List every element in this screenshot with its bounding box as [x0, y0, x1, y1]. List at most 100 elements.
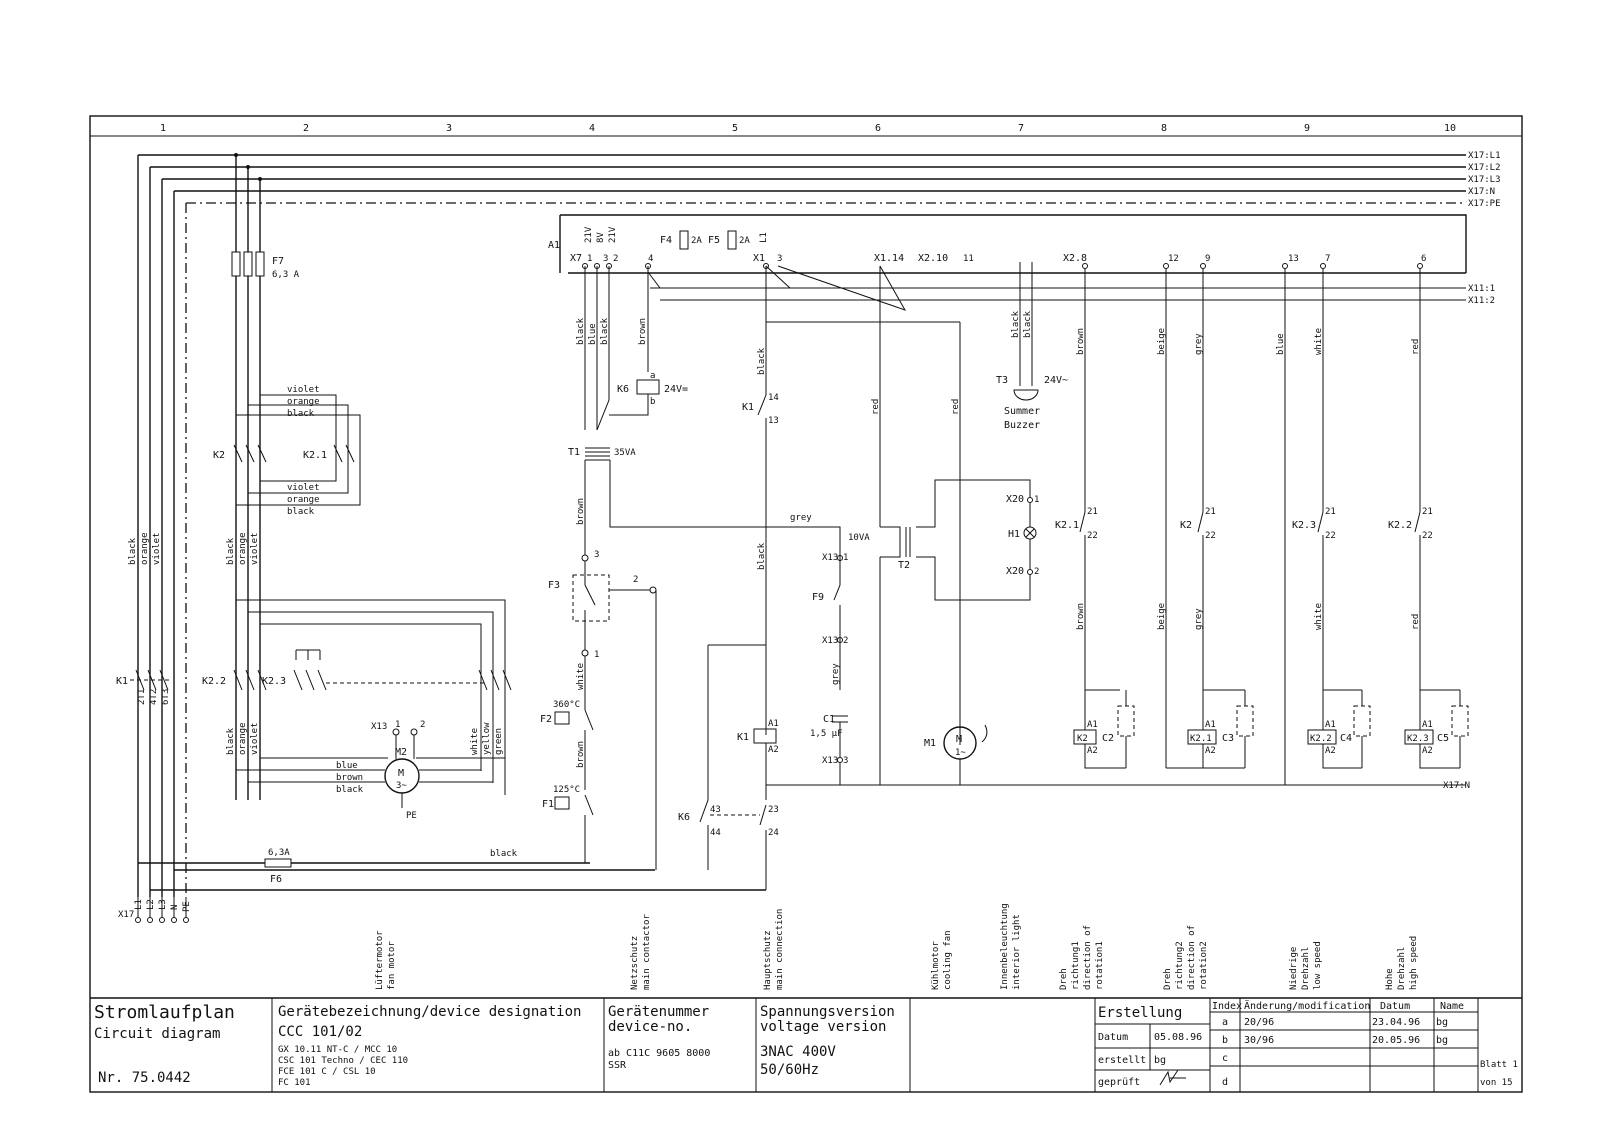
a1-x7: X7	[570, 253, 582, 264]
f3-pin: 3	[594, 550, 599, 560]
desc-de: Hauptschutz	[763, 930, 773, 990]
k1-coil-pin: A2	[768, 745, 779, 755]
wire-color: grey	[1194, 333, 1204, 355]
wire-color: red	[871, 399, 881, 415]
f3-label: F3	[548, 580, 560, 591]
t1-label: T1	[568, 447, 580, 458]
tb-circuit: Circuit diagram	[94, 1026, 220, 1042]
contact-pin: 22	[1205, 531, 1216, 541]
desc-de: Kühlmotor	[931, 941, 941, 990]
coil-pin: A1	[1422, 720, 1433, 730]
m2-wire: black	[336, 785, 364, 795]
col-num: 8	[1161, 123, 1167, 134]
wire-color: yellow	[482, 722, 492, 755]
tb-rev-index: c	[1222, 1053, 1228, 1064]
a1-pin: 13	[1288, 254, 1299, 264]
signature	[1159, 1069, 1186, 1086]
k2-k21-contacts: violet orange black violet orange black …	[213, 385, 361, 565]
desc-de: Dreh	[1059, 968, 1069, 990]
title-block: Stromlaufplan Circuit diagram Nr. 75.044…	[90, 997, 1522, 1092]
a1-label: A1	[548, 240, 560, 251]
desc-en: low speed	[1313, 941, 1323, 990]
col-num: 2	[303, 123, 309, 134]
tb-datum-label: Datum	[1098, 1032, 1128, 1043]
t1-rating: 35VA	[614, 448, 636, 458]
tb-device-designation: Gerätebezeichnung/device designation	[278, 1004, 581, 1020]
cooling-branch: X13 1 F9 X13 2 grey C1 1,5 µF X13 3	[810, 553, 848, 785]
wire-color: grey	[790, 513, 812, 523]
t3-name: Buzzer	[1004, 420, 1040, 431]
wire-color: orange	[238, 532, 248, 565]
k1-coil-label: K1	[737, 732, 749, 743]
main-pin: 24	[768, 828, 779, 838]
tb-device-no-label: Gerätenummer	[608, 1004, 709, 1020]
tb-frequency: 50/60Hz	[760, 1062, 819, 1078]
a1-x1: X1	[753, 253, 765, 264]
c1-label: C1	[823, 714, 835, 725]
f9-label: F9	[812, 592, 824, 603]
f7-rating: 6,3 A	[272, 270, 300, 280]
desc-en: direction of	[1187, 925, 1197, 990]
desc-de2: richtung1	[1071, 941, 1081, 990]
tb-variant: CSC 101 Techno / CEC 110	[278, 1056, 408, 1066]
k1-pin: 13	[768, 416, 779, 426]
x20-label: X20	[1006, 566, 1024, 577]
branch-4: red red K2.2 21 22 K2.3 A1 A2 C5	[1388, 263, 1469, 769]
desc-en2: rotation2	[1199, 941, 1209, 990]
wire-color: orange	[287, 495, 320, 505]
x20-label: X20	[1006, 494, 1024, 505]
tb-variant: GX 10.11 NT-C / MCC 10	[278, 1045, 397, 1055]
wire-color: white	[1314, 328, 1324, 355]
a1-x28: X2.8	[1063, 253, 1087, 264]
coil-pin: A1	[1325, 720, 1336, 730]
cap-label: C4	[1340, 733, 1352, 744]
a1-x114: X1.14	[874, 253, 904, 264]
rail-label: X17:L3	[1468, 175, 1501, 185]
rail-label: X17:L2	[1468, 163, 1501, 173]
desc-de: Lüftermotor	[375, 930, 385, 990]
k23-label: K2.3	[262, 676, 286, 687]
column-ruler: 1 2 3 4 5 6 7 8 9 10	[160, 123, 1456, 134]
k1-contact-label: K1	[742, 402, 754, 413]
f1-temp: 125°C	[553, 785, 580, 795]
col-num: 7	[1018, 123, 1024, 134]
k6-pin: 44	[710, 828, 721, 838]
wire-color: black	[128, 537, 138, 565]
wire-color: black	[757, 347, 767, 375]
a1-x210: X2.10	[918, 253, 948, 264]
t3-name: Summer	[1004, 406, 1040, 417]
wire-color: violet	[287, 385, 320, 395]
tb-variant: FC 101	[278, 1078, 311, 1088]
a1-x7-pin: 4	[648, 254, 653, 264]
main-pin: 23	[768, 805, 779, 815]
a1-pin: 7	[1325, 254, 1330, 264]
wire-color: grey	[1194, 608, 1204, 630]
k22-label: K2.2	[202, 676, 226, 687]
t3-buzzer: black black T3 24V~ Summer Buzzer	[996, 262, 1068, 431]
rail-label: X17:L1	[1468, 151, 1501, 161]
contact-pin: 22	[1087, 531, 1098, 541]
coil-pin: A2	[1087, 746, 1098, 756]
branch-3: blue white white K2.3 21 22 K2.2 A1 A2 C…	[1276, 263, 1371, 785]
wire-color: beige	[1157, 328, 1167, 355]
wire-color: orange	[287, 397, 320, 407]
f3-pin: 2	[633, 575, 638, 585]
coil-pin: A2	[1422, 746, 1433, 756]
tb-rev-mod: 30/96	[1244, 1035, 1274, 1046]
rail-label: X11:1	[1468, 284, 1495, 294]
x20-pin: 2	[1034, 567, 1039, 577]
f6-fuse-line: 6,3A F6 black	[138, 848, 766, 891]
c1-val: 1,5 µF	[810, 729, 843, 739]
wire-color: grey	[831, 663, 841, 685]
h1-label: H1	[1008, 529, 1020, 540]
a1-x7-pin: 2	[613, 254, 618, 264]
coil-label: K2.1	[1190, 734, 1212, 744]
x13-label: X13	[822, 636, 838, 646]
coil-label: K2	[1077, 734, 1088, 744]
k1-label: K1	[116, 676, 128, 687]
wire-color: white	[1314, 603, 1324, 630]
k1-pin: 14	[768, 393, 779, 403]
coil-pin: A2	[1205, 746, 1216, 756]
f6-label: F6	[270, 874, 282, 885]
k1-main-contacts: K1 2T1 4T2 6T3	[116, 669, 171, 705]
